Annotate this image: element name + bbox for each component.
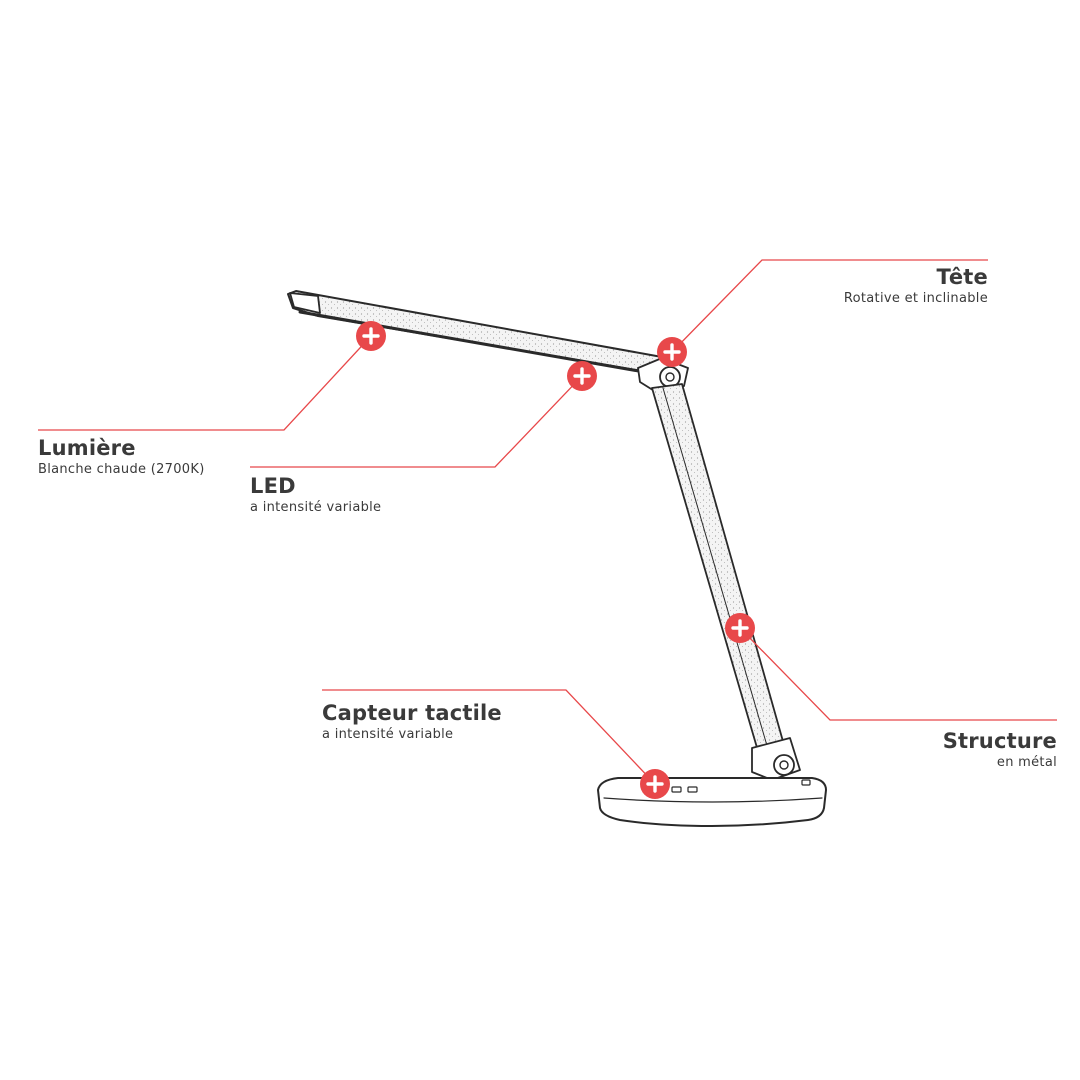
- callout-title: LED: [250, 474, 296, 498]
- hotspot-tete[interactable]: [657, 337, 687, 367]
- leader-line-lumiere: [38, 335, 372, 431]
- hotspot-led[interactable]: [567, 361, 597, 391]
- leader-lines: [38, 259, 1057, 785]
- callout-title: Structure: [942, 729, 1057, 753]
- leader-line-capteur: [322, 689, 656, 785]
- plus-icon: [663, 343, 681, 361]
- lamp-head: [287, 290, 663, 375]
- callout-title: Lumière: [38, 436, 136, 460]
- callout-tete: Tête Rotative et inclinable: [844, 264, 988, 308]
- plus-icon: [731, 619, 749, 637]
- hotspot-lumiere[interactable]: [356, 321, 386, 351]
- callout-subtitle: en métal: [996, 755, 1057, 770]
- plus-icon: [646, 775, 664, 793]
- lamp-arm: [651, 383, 787, 759]
- hotspot-structure[interactable]: [725, 613, 755, 643]
- callout-lumiere: Lumière Blanche chaude (2700K): [38, 435, 205, 479]
- plus-icon: [362, 327, 380, 345]
- callout-subtitle: a intensité variable: [322, 727, 454, 742]
- callout-led: LED a intensité variable: [250, 473, 381, 517]
- callout-subtitle: a intensité variable: [250, 500, 382, 515]
- leader-line-led: [250, 375, 583, 468]
- lamp-sketch: [287, 290, 827, 827]
- callout-subtitle: Rotative et inclinable: [843, 291, 988, 306]
- plus-icon: [573, 367, 591, 385]
- callout-structure: Structure en métal: [943, 728, 1057, 772]
- base-joint: [751, 737, 801, 781]
- hotspot-capteur[interactable]: [640, 769, 670, 799]
- callout-subtitle: Blanche chaude (2700K): [38, 462, 205, 477]
- callout-title: Tête: [936, 265, 988, 289]
- leader-line-tete: [671, 259, 988, 353]
- lamp-base: [597, 777, 827, 827]
- callout-capteur: Capteur tactile a intensité variable: [322, 700, 502, 744]
- callout-title: Capteur tactile: [322, 701, 502, 725]
- leader-line-structure: [739, 627, 1057, 721]
